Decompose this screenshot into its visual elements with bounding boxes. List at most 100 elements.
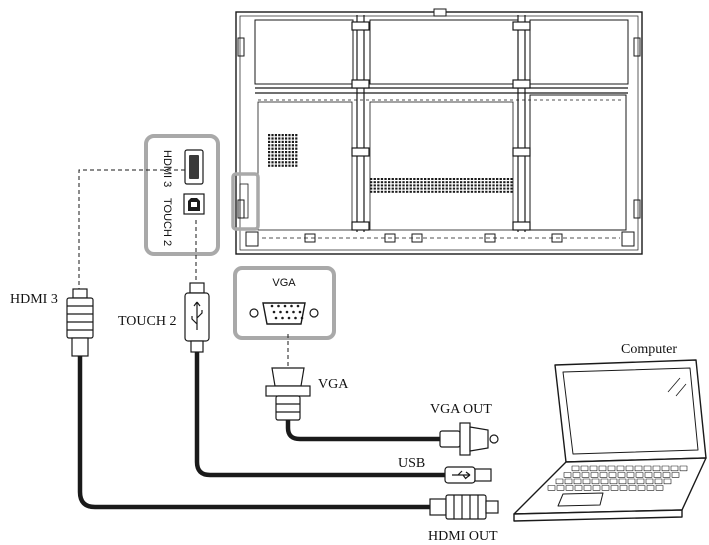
vent-hole xyxy=(499,184,502,187)
handle-left-top xyxy=(237,37,245,57)
keyboard-key xyxy=(679,465,688,472)
vent-hole xyxy=(449,181,452,184)
keyboard-key xyxy=(654,478,663,485)
vent-hole xyxy=(434,178,438,180)
panel-top-right xyxy=(529,19,629,85)
vent-hole xyxy=(391,181,394,184)
vent-hole xyxy=(431,184,434,187)
vent-hole xyxy=(488,190,492,193)
vent-hole xyxy=(271,151,274,154)
vent-hole xyxy=(271,164,274,167)
port-label-touch2: TOUCH 2 xyxy=(161,198,173,246)
side-port-highlight xyxy=(231,172,260,231)
vga-out-plug xyxy=(439,422,499,456)
vent-hole xyxy=(470,181,474,184)
keyboard-key xyxy=(655,485,664,491)
vga-pin xyxy=(287,316,291,320)
vent-hole xyxy=(481,181,484,184)
keyboard-key xyxy=(598,465,607,472)
laptop-computer xyxy=(513,359,707,522)
vent-hole xyxy=(274,154,277,157)
vent-hole xyxy=(420,181,423,184)
keyboard-key xyxy=(608,472,617,478)
hdmi3-plug-body xyxy=(66,297,94,339)
vent-hole xyxy=(268,151,271,154)
keyboard-key xyxy=(627,478,636,485)
vga-pin xyxy=(274,316,278,320)
mount-bracket-left xyxy=(351,15,370,232)
panel-top-center xyxy=(369,19,519,85)
vent-hole xyxy=(506,184,510,187)
hdmi-out-plug xyxy=(429,494,499,520)
vent-hole xyxy=(463,184,466,187)
side-port-area xyxy=(239,183,249,219)
vent-hole xyxy=(285,134,288,137)
keyboard-key xyxy=(563,472,572,478)
vent-hole xyxy=(278,140,281,143)
vent-hole xyxy=(285,140,288,143)
vent-grille-center xyxy=(370,178,513,193)
vent-hole xyxy=(449,187,452,190)
vent-hole xyxy=(413,181,416,184)
vent-hole xyxy=(268,137,271,140)
usb-b-port-pin xyxy=(191,202,197,207)
vent-hole xyxy=(398,187,402,190)
vent-hole xyxy=(274,151,277,154)
vent-hole xyxy=(395,187,398,190)
vga-out-plug-tip xyxy=(469,426,489,452)
display-feet xyxy=(245,231,635,247)
vent-hole xyxy=(278,157,281,160)
vent-hole xyxy=(445,184,448,187)
keyboard-key xyxy=(635,472,644,478)
vent-hole xyxy=(460,190,463,193)
vent-hole xyxy=(434,184,438,187)
vent-hole xyxy=(370,178,373,180)
vent-hole xyxy=(452,190,456,193)
vga-pin xyxy=(279,310,282,314)
vent-hole xyxy=(295,144,298,147)
vent-hole xyxy=(391,184,394,187)
vent-hole xyxy=(456,181,459,184)
keyboard-key xyxy=(573,478,582,485)
vent-hole xyxy=(271,134,274,137)
vent-hole xyxy=(281,134,284,137)
vent-hole xyxy=(285,154,288,157)
keyboard-key xyxy=(645,478,654,485)
vga-pin xyxy=(285,310,289,314)
vent-hole xyxy=(506,181,510,184)
keyboard-key xyxy=(556,485,565,491)
vent-hole xyxy=(481,178,484,180)
vent-hole xyxy=(406,178,409,180)
vent-hole xyxy=(438,178,441,180)
dashed-leaders xyxy=(78,169,289,368)
vent-hole xyxy=(398,184,402,187)
vent-hole xyxy=(445,181,448,184)
vent-hole xyxy=(377,190,380,193)
vent-hole xyxy=(420,187,423,190)
vent-hole xyxy=(499,187,502,190)
vent-hole xyxy=(288,147,291,150)
vent-hole xyxy=(278,134,281,137)
screen-glare xyxy=(667,377,681,393)
handle-right-bottom xyxy=(633,199,641,219)
vent-hole xyxy=(395,190,398,193)
vent-hole xyxy=(285,157,288,160)
hdmi-out-plug-body xyxy=(445,494,487,520)
vent-hole xyxy=(274,144,277,147)
vent-hole xyxy=(288,154,291,157)
vent-hole xyxy=(384,190,387,193)
vent-hole xyxy=(402,178,405,180)
vga-panel-highlight xyxy=(233,266,336,340)
vent-hole xyxy=(503,187,506,190)
vent-hole xyxy=(470,184,474,187)
vga-pin xyxy=(272,310,276,314)
vent-hole xyxy=(291,147,294,150)
keyboard-key xyxy=(600,478,609,485)
keyboard-key xyxy=(663,478,672,485)
keyboard-key xyxy=(670,465,679,472)
vent-hole xyxy=(380,190,384,193)
keyboard-key xyxy=(607,465,616,472)
vent-hole xyxy=(456,190,459,193)
vent-hole xyxy=(406,184,409,187)
